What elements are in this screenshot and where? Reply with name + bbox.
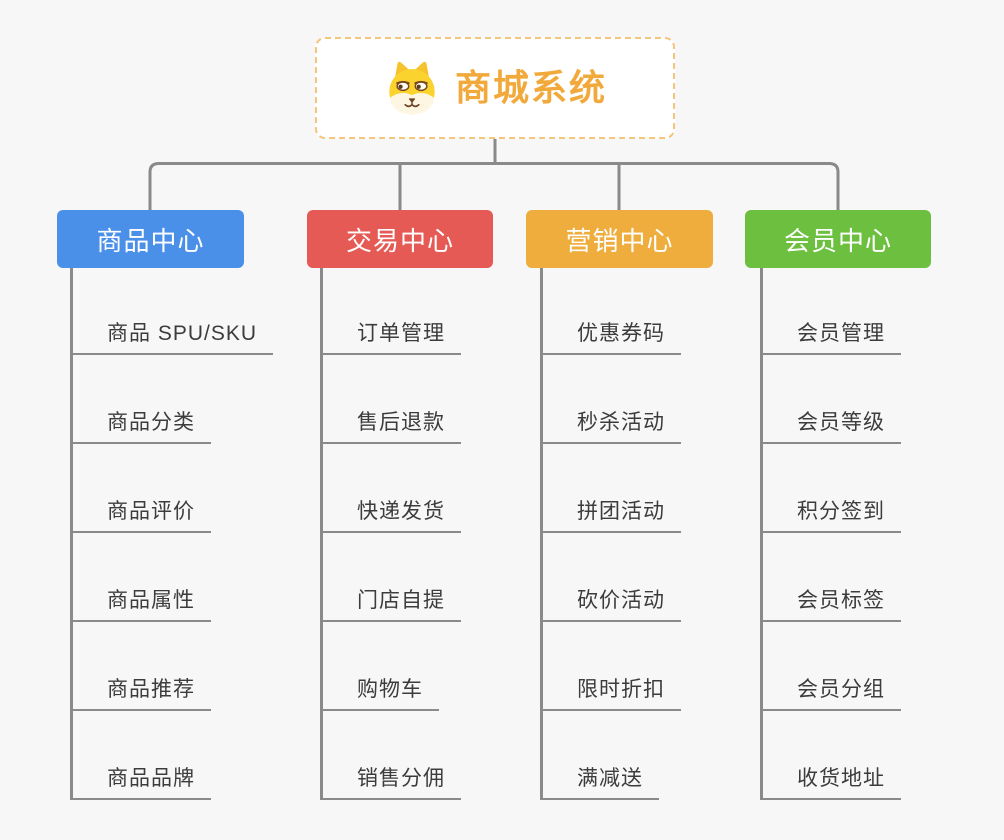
leaf-node[interactable]: 秒杀活动 [540,410,681,444]
root-node[interactable]: 商城系统 [315,37,675,139]
leaf-node[interactable]: 商品评价 [70,499,211,533]
leaf-node[interactable]: 商品 SPU/SKU [70,321,274,355]
branch-column-marketing: 优惠券码 秒杀活动 拼团活动 砍价活动 限时折扣 满减送 [540,266,681,800]
leaf-node[interactable]: 会员等级 [760,410,901,444]
leaf-node[interactable]: 购物车 [320,677,439,711]
leaf-node[interactable]: 售后退款 [320,410,461,444]
leaf-node[interactable]: 快递发货 [320,499,461,533]
branch-trade-center[interactable]: 交易中心 [307,210,493,268]
trunk-line [540,268,543,800]
branch-column-trade: 订单管理 售后退款 快递发货 门店自提 购物车 销售分佣 [320,266,461,800]
leaf-node[interactable]: 门店自提 [320,588,461,622]
branch-column-member: 会员管理 会员等级 积分签到 会员标签 会员分组 收货地址 [760,266,901,800]
leaf-node[interactable]: 满减送 [540,766,659,800]
leaf-node[interactable]: 会员管理 [760,321,901,355]
branch-product-center[interactable]: 商品中心 [57,210,244,268]
leaf-node[interactable]: 商品分类 [70,410,211,444]
leaf-node[interactable]: 销售分佣 [320,766,461,800]
leaf-node[interactable]: 砍价活动 [540,588,681,622]
leaf-node[interactable]: 订单管理 [320,321,461,355]
leaf-node[interactable]: 积分签到 [760,499,901,533]
trunk-line [760,268,763,800]
branch-marketing-center[interactable]: 营销中心 [526,210,713,268]
leaf-node[interactable]: 拼团活动 [540,499,681,533]
leaf-node[interactable]: 商品推荐 [70,677,211,711]
shiba-dog-icon [383,59,441,117]
branch-column-product: 商品 SPU/SKU 商品分类 商品评价 商品属性 商品推荐 商品品牌 [70,266,274,800]
leaf-node[interactable]: 商品品牌 [70,766,211,800]
trunk-line [320,268,323,800]
leaf-node[interactable]: 会员标签 [760,588,901,622]
leaf-node[interactable]: 收货地址 [760,766,901,800]
leaf-node[interactable]: 商品属性 [70,588,211,622]
leaf-node[interactable]: 限时折扣 [540,677,681,711]
leaf-node[interactable]: 会员分组 [760,677,901,711]
branch-member-center[interactable]: 会员中心 [745,210,931,268]
root-title: 商城系统 [454,67,607,108]
leaf-node[interactable]: 优惠券码 [540,321,681,355]
trunk-line [70,268,73,800]
